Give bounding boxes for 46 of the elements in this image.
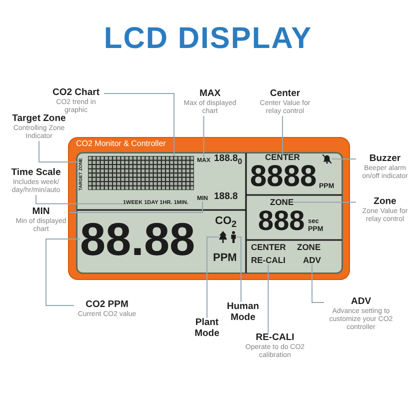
leader-line [46, 238, 80, 306]
callout-heading: CO2 PPM [86, 300, 128, 310]
lcd-label: ZONE [297, 243, 321, 252]
lcd-label: CENTER [265, 153, 300, 162]
leader-line [293, 202, 356, 203]
callout-heading: Plant Mode [190, 318, 224, 340]
bell-slash-icon [322, 154, 332, 164]
title: LCD DISPLAY [104, 22, 312, 55]
callout-heading: RE-CALI [256, 333, 294, 344]
leader-line [203, 116, 204, 158]
callout-heading: MAX [199, 89, 221, 100]
digit-readout: 88.88 [80, 216, 196, 262]
callout-heading: Center [270, 89, 300, 100]
leader-line [312, 264, 324, 303]
callout-heading: Target Zone [12, 114, 66, 124]
leader-line [206, 236, 220, 318]
lcd-label: CO$_{2}$ [215, 216, 237, 230]
digit-readout: 188.8 [214, 192, 238, 201]
unit-label: PPM [213, 253, 237, 264]
digit-readout: 888 [258, 207, 305, 235]
lcd-label: RE-CALI [251, 256, 286, 264]
device-heading: CO2 Monitor & Controller [76, 140, 166, 149]
lcd-label: CENTER [251, 243, 286, 252]
leader-line [268, 264, 269, 334]
leader-line [36, 194, 124, 204]
callout-heading: Human Mode [226, 302, 260, 324]
lcd-label: ZONE [270, 198, 294, 206]
chart-grid [88, 156, 194, 190]
leader-line [70, 201, 203, 213]
digit-readout: 188.8$_{0}$ [214, 154, 242, 166]
callout-heading: Zone [374, 197, 396, 208]
callout-heading: Time Scale [11, 168, 61, 178]
person-icon [230, 231, 237, 243]
leader-line [236, 236, 242, 302]
digit-readout: 8888 [250, 162, 317, 192]
callout-heading: ADV [350, 297, 372, 308]
tree-icon [219, 231, 227, 243]
callout-heading: MIN [32, 207, 50, 218]
leader-line [282, 116, 283, 154]
callout-heading: CO2 Chart [52, 88, 100, 98]
callout-heading: Buzzer [369, 154, 401, 164]
lcd-label: ADV [303, 256, 321, 264]
leader-line [104, 93, 174, 156]
leader-line [38, 140, 80, 162]
leader-line [332, 158, 356, 160]
device-frame [68, 137, 350, 280]
